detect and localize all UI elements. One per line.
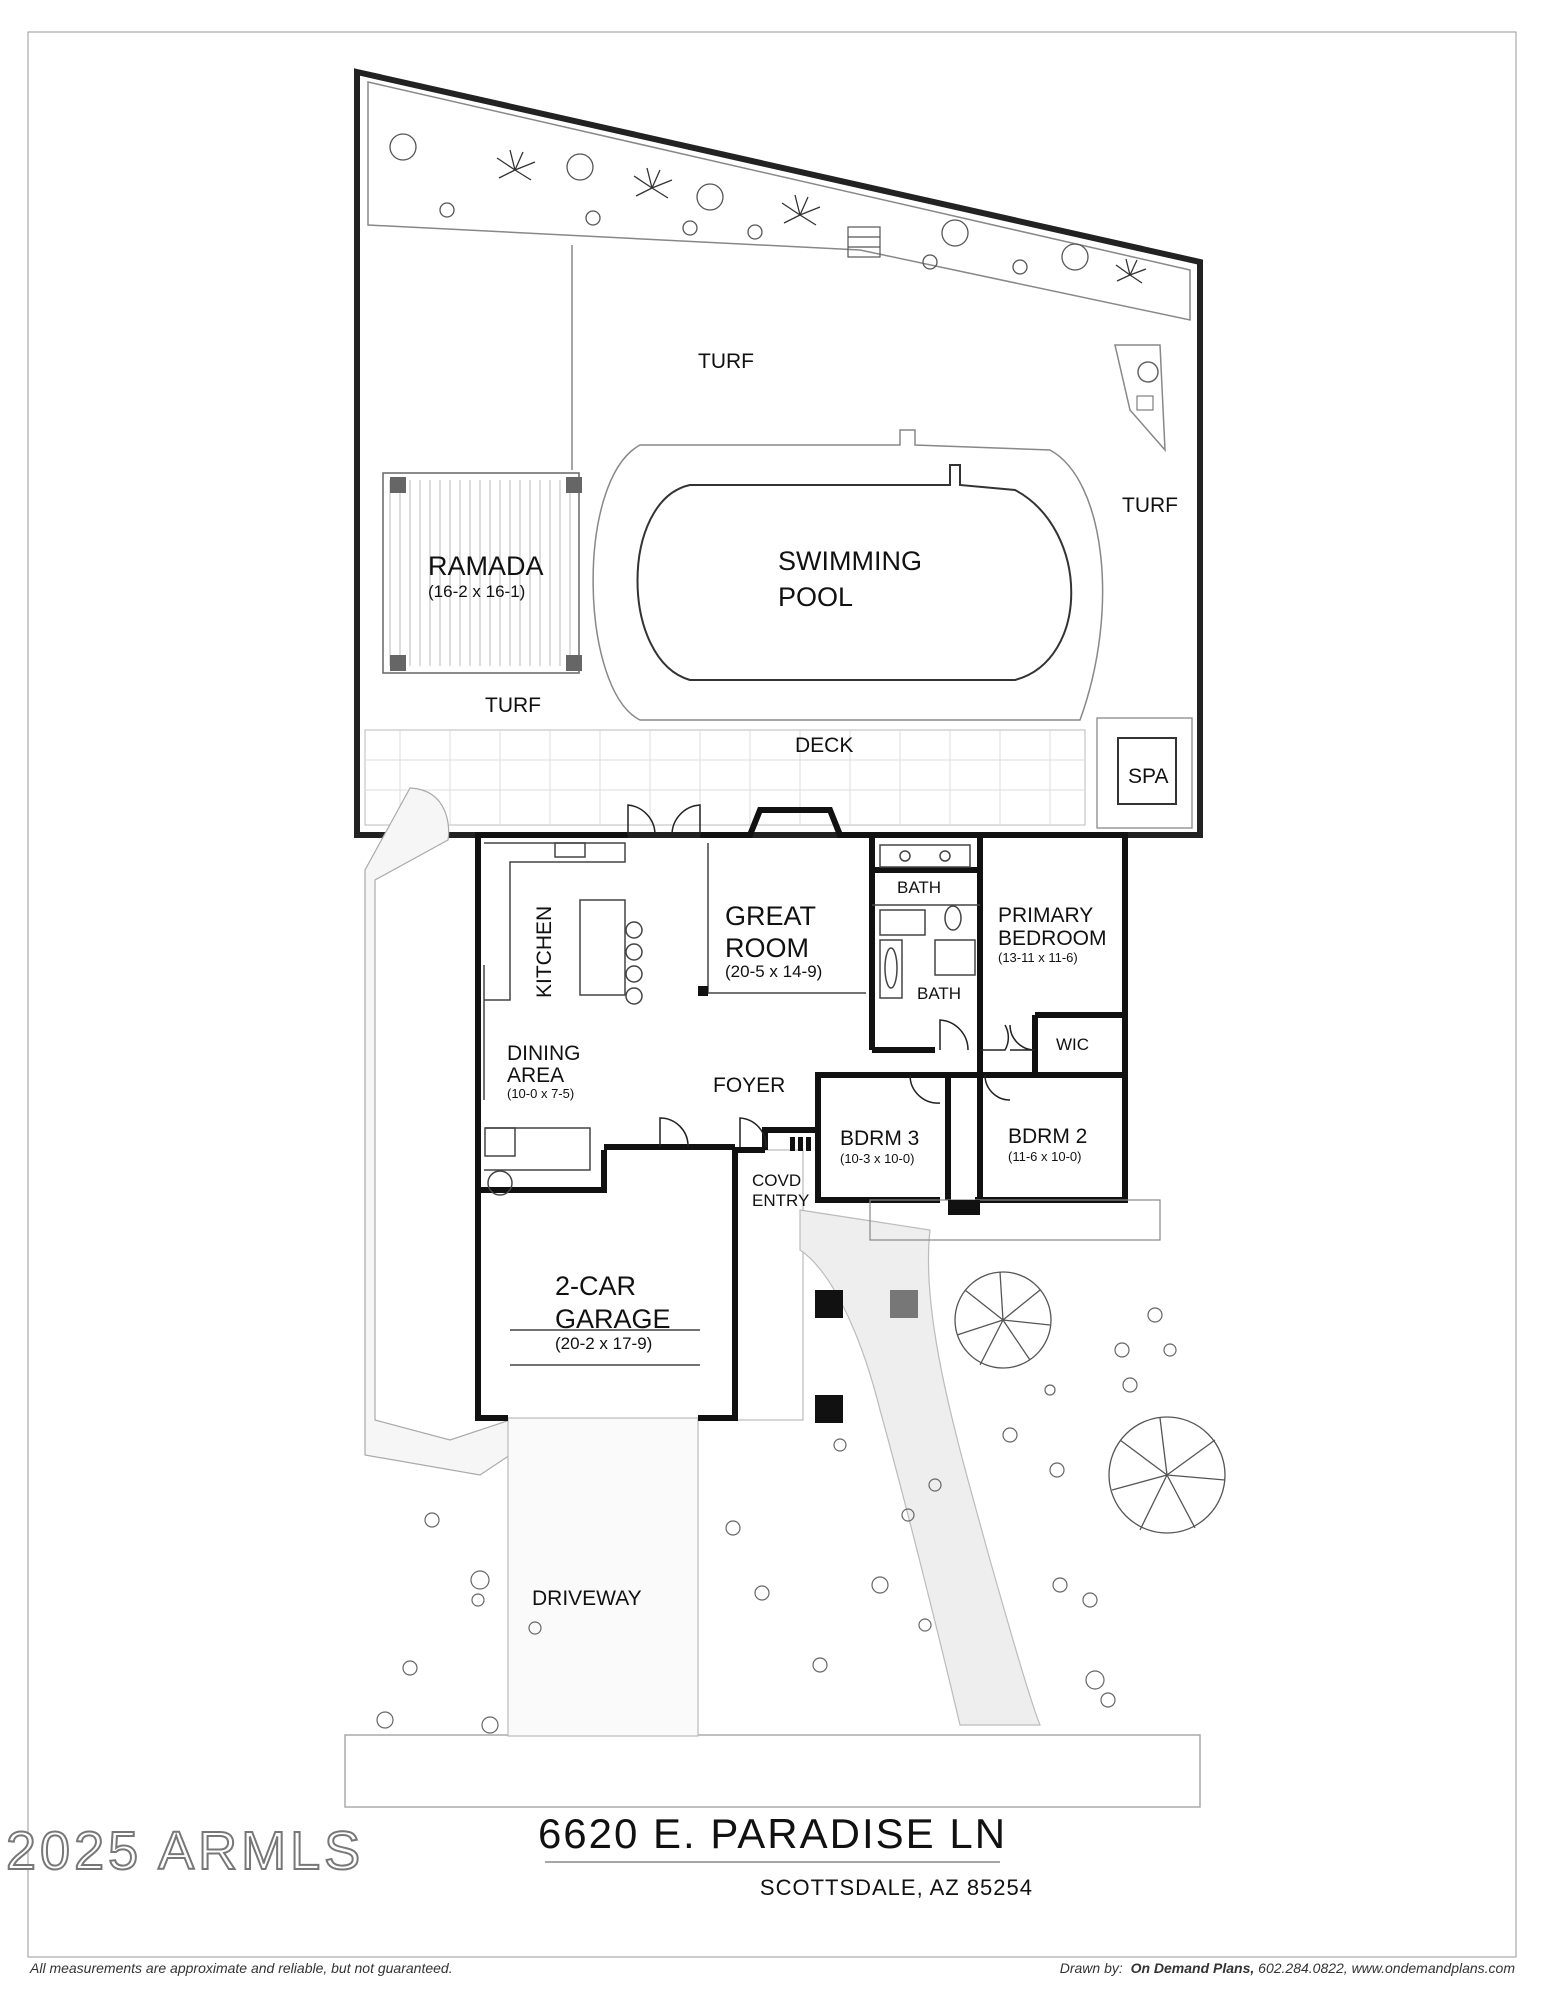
entry-steps	[790, 1137, 811, 1151]
label-great-room-1: GREAT	[725, 901, 816, 931]
label-ramada-size: (16-2 x 16-1)	[428, 582, 525, 601]
label-driveway: DRIVEWAY	[532, 1587, 642, 1610]
pool-equipment-box	[1136, 395, 1154, 411]
label-deck: DECK	[795, 734, 853, 757]
kitchen-counters	[484, 842, 643, 1196]
backyard-boundary	[354, 68, 1203, 838]
label-great-room-2: ROOM	[725, 933, 809, 963]
label-foyer: FOYER	[713, 1074, 785, 1097]
closet-block	[948, 1200, 980, 1215]
driveway	[507, 1417, 699, 1737]
label-pool-1: SWIMMING	[778, 546, 922, 576]
swimming-pool	[636, 464, 1073, 681]
pool-equipment-pad	[1114, 344, 1166, 453]
sheet-border	[27, 31, 1517, 1958]
ramada-slats	[389, 480, 571, 666]
patio-deck	[364, 729, 1086, 826]
label-dining-1: DINING	[507, 1042, 581, 1065]
drawn-by-name: On Demand Plans,	[1130, 1960, 1255, 1976]
front-yard-boundary	[344, 1734, 1201, 1808]
measurement-disclaimer: All measurements are approximate and rel…	[30, 1960, 453, 1976]
drawn-by-contact: 602.284.0822, www.ondemandplans.com	[1258, 1960, 1515, 1976]
label-dining-2: AREA	[507, 1064, 564, 1087]
deck-pavers	[365, 730, 1085, 825]
label-wic: WIC	[1056, 1035, 1089, 1054]
pool-equipment-icon	[1137, 361, 1159, 383]
spa-surround	[1096, 717, 1193, 829]
property-city: SCOTTSDALE, AZ 85254	[759, 1875, 1033, 1900]
label-bdrm2: BDRM 2	[1008, 1125, 1087, 1148]
bedroom-window-box	[869, 1199, 1161, 1241]
pool-deck-outline	[592, 429, 1104, 721]
label-bdrm2-size: (11-6 x 10-0)	[1008, 1149, 1081, 1164]
label-covd-1: COVD	[752, 1171, 801, 1190]
label-ramada: RAMADA	[428, 551, 544, 581]
label-garage-1: 2-CAR	[555, 1271, 636, 1301]
label-bdrm3-size: (10-3 x 10-0)	[840, 1151, 914, 1166]
label-garage-2: GARAGE	[555, 1304, 671, 1334]
label-bath-upper: BATH	[897, 878, 941, 897]
house-walls	[475, 807, 1128, 1421]
copyright-watermark: 2025 ARMLS	[5, 1820, 365, 1882]
spa	[1117, 737, 1177, 805]
label-spa: SPA	[1128, 765, 1168, 788]
landscape-strip	[367, 81, 1191, 321]
ramada	[382, 472, 580, 674]
label-garage-size: (20-2 x 17-9)	[555, 1334, 652, 1353]
palm-tree-1	[954, 1271, 1052, 1369]
landscape-plants	[389, 133, 1147, 284]
door-swings	[627, 804, 1036, 1148]
label-primary-2: BEDROOM	[998, 927, 1107, 950]
interior-thin-lines	[483, 843, 980, 1366]
column	[698, 986, 708, 996]
label-covd-2: ENTRY	[752, 1191, 809, 1210]
pavers	[815, 1290, 918, 1423]
label-pool-2: POOL	[778, 582, 853, 612]
bath-fixtures	[879, 844, 976, 999]
ramada-posts	[390, 477, 582, 671]
label-dining-size: (10-0 x 7-5)	[507, 1086, 574, 1101]
label-bath-lower: BATH	[917, 984, 961, 1003]
label-primary-size: (13-11 x 11-6)	[998, 950, 1078, 965]
label-bdrm3: BDRM 3	[840, 1127, 919, 1150]
side-yard-path	[364, 787, 511, 1476]
drawn-by-credit: Drawn by: On Demand Plans, 602.284.0822,…	[1060, 1960, 1515, 1976]
label-turf-left: TURF	[485, 694, 541, 717]
drawn-by-label: Drawn by:	[1059, 1960, 1123, 1976]
property-address: 6620 E. PARADISE LN	[537, 1810, 1008, 1857]
palm-tree-2	[1108, 1416, 1226, 1534]
label-primary-1: PRIMARY	[998, 904, 1093, 927]
label-turf-right: TURF	[1122, 494, 1178, 517]
rear-steps	[847, 226, 881, 258]
label-great-room-size: (20-5 x 14-9)	[725, 962, 822, 981]
stone-path	[799, 1209, 1041, 1726]
label-turf-top: TURF	[698, 350, 754, 373]
front-landscape-plants	[376, 1307, 1177, 1734]
label-kitchen: KITCHEN	[533, 906, 556, 998]
